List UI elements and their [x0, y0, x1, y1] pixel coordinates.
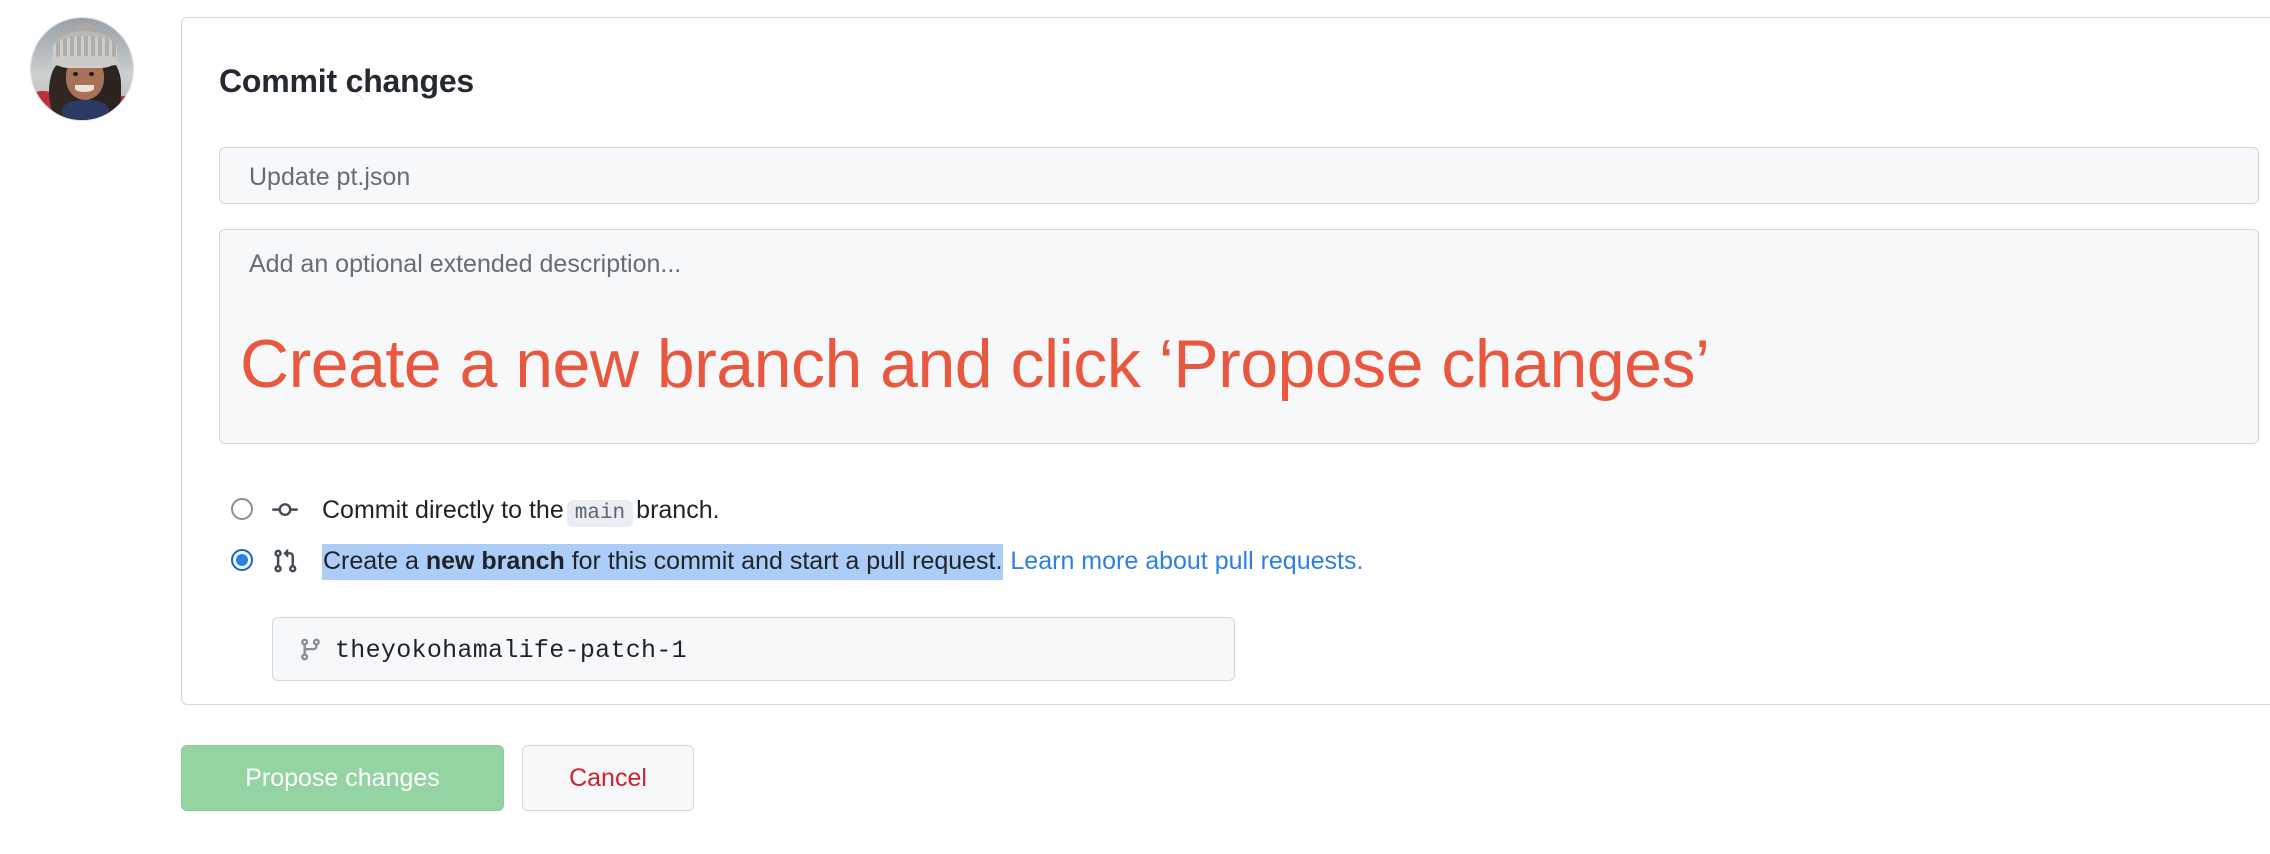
label-part1: Create a — [323, 547, 426, 575]
label-after-badge: branch. — [636, 496, 720, 524]
git-branch-icon — [298, 637, 323, 662]
commit-description-input[interactable]: Add an optional extended description... — [219, 229, 2259, 444]
avatar-hat-knit-texture — [53, 36, 117, 59]
commit-summary-input[interactable]: Update pt.json — [219, 147, 2259, 204]
avatar — [30, 17, 134, 121]
avatar-photo — [31, 18, 133, 120]
radio-create-new-branch[interactable] — [231, 549, 253, 571]
radio-commit-directly[interactable] — [231, 498, 253, 520]
cancel-button[interactable]: Cancel — [522, 745, 694, 811]
git-pull-request-icon — [272, 548, 298, 574]
learn-more-pull-requests-link[interactable]: Learn more about pull requests. — [1010, 547, 1364, 575]
label-before-badge: Commit directly to the — [322, 496, 564, 524]
instruction-annotation: Create a new branch and click ‘Propose c… — [240, 326, 1710, 402]
branch-name-value: theyokohamalife-patch-1 — [335, 636, 687, 665]
avatar-eye-right — [89, 72, 95, 76]
card-arrow-fill — [352, 76, 364, 100]
branch-name-input[interactable]: theyokohamalife-patch-1 — [272, 617, 1235, 681]
commit-summary-placeholder: Update pt.json — [249, 163, 411, 191]
git-commit-icon — [272, 497, 298, 523]
avatar-eye-left — [72, 72, 78, 76]
label-part2: for this commit and start a pull request… — [564, 547, 1003, 575]
commit-description-placeholder: Add an optional extended description... — [249, 250, 682, 278]
propose-changes-button[interactable]: Propose changes — [181, 745, 504, 811]
page-title: Commit changes — [219, 63, 475, 99]
avatar-scarf — [61, 99, 109, 120]
avatar-smile — [74, 85, 95, 93]
option-create-new-branch[interactable]: Create a new branch for this commit and … — [0, 541, 2270, 581]
avatar-hat-brim — [52, 55, 118, 66]
branch-badge-main: main — [566, 500, 634, 527]
option-create-new-branch-label: Create a new branch for this commit and … — [322, 544, 1364, 580]
highlighted-selection: Create a new branch for this commit and … — [322, 544, 1004, 580]
label-bold-new-branch: new branch — [425, 547, 565, 575]
